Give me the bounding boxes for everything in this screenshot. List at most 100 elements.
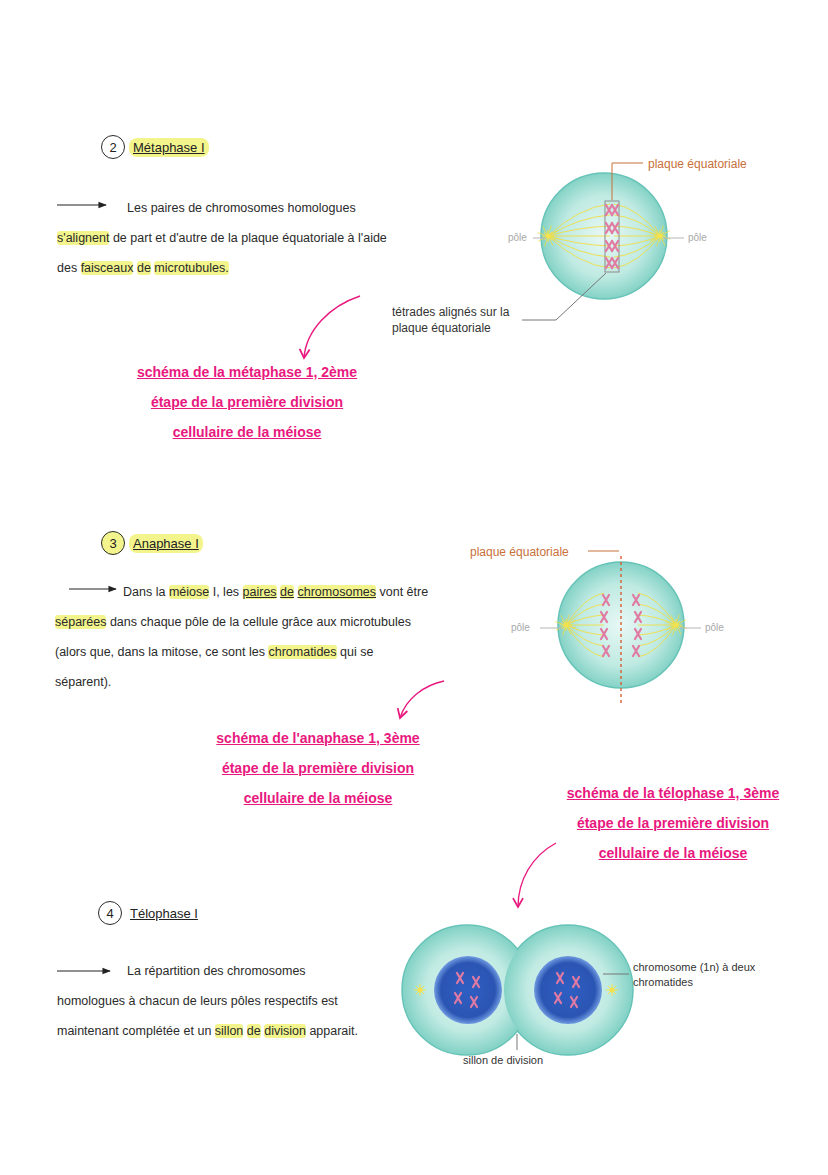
tetrad [606,205,618,268]
microtubule [638,604,676,625]
microtubule [566,593,604,625]
microtubule [614,236,660,268]
word: dans [118,645,145,659]
figure-label: pôle [508,231,527,244]
highlighted-word: faisceaux [81,261,134,275]
highlighted-word: de [280,585,294,599]
step-number-text: 3 [101,531,125,555]
spindle [537,204,670,268]
word: grâce [282,615,313,629]
highlighted-word: paires [243,585,277,599]
word: des [203,964,223,978]
word: pôles [231,994,261,1008]
word: séparent). [55,675,111,689]
word: plaque [241,231,279,245]
step-number: 2Métaphase I [101,135,209,159]
word: être [407,585,429,599]
microtubule [548,215,610,236]
word: cellule [243,615,278,629]
highlighted-word: méiose [169,585,209,599]
word: complétée [122,1024,180,1038]
word: homologues [288,201,356,215]
word: un [197,1024,211,1038]
word: les [249,645,265,659]
word: (alors [55,645,86,659]
word: maintenant [57,1024,119,1038]
word: d'autre [169,231,207,245]
microtubule [548,204,610,236]
word: microtubules [340,615,411,629]
highlighted-word: séparées [55,615,106,629]
figure-caption: schéma de la télophase 1, 3ème étape de … [558,778,788,868]
telophase-cell [402,925,633,1055]
highlighted-word: division [264,1024,306,1038]
word: dans [110,615,137,629]
figure-label: sillon de division [463,1053,543,1067]
microtubule [566,625,604,646]
nucleus [534,956,602,1024]
microtubule [638,593,676,625]
word: leurs [200,994,227,1008]
word: Les [127,201,147,215]
word: aux [316,615,336,629]
word: I, [213,585,220,599]
step-heading: Anaphase I [129,534,203,553]
highlighted-word: s'alignent [57,231,109,245]
word: la [230,615,240,629]
word: et [155,231,165,245]
step-number-text: 4 [98,901,122,925]
figure-label: pôle [705,621,724,634]
word: La [127,964,141,978]
highlighted-word: de [247,1024,261,1038]
word: Dans [123,585,152,599]
word: de [113,231,127,245]
figure-label: pôle [511,621,530,634]
word: chaque [141,615,182,629]
microtubule [638,625,676,657]
word: de [212,615,226,629]
microtubule [548,236,610,257]
word: de [211,231,225,245]
word: respectifs [264,994,318,1008]
microtubule [614,236,660,237]
step-heading: Métaphase I [129,138,209,157]
word: la [228,231,238,245]
body-paragraph: Dans la méiose I, les paires de chromoso… [55,577,433,697]
microtubule [566,615,604,625]
microtubule [638,625,676,646]
figure-caption: schéma de l'anaphase 1, 3ème étape de la… [203,723,433,813]
word: de [183,994,197,1008]
microtubule [614,236,660,257]
word: les [223,585,239,599]
pink-arrow [304,296,556,907]
word: sont [222,645,246,659]
word: à [129,994,136,1008]
word: la [148,645,158,659]
microtubule [548,236,610,268]
word: apparait. [309,1024,358,1038]
figure-label: plaque équatoriale [648,156,747,172]
figure-label: plaque équatoriale [470,544,569,560]
word: se [360,645,373,659]
metaphase-cell [522,163,684,320]
word: homologues [57,994,125,1008]
word: l'aide [358,231,387,245]
microtubule [614,226,660,236]
nucleus [434,956,502,1024]
chromosome [455,973,579,1007]
word: part [130,231,152,245]
step-number: 4Télophase I [98,901,202,925]
microtubule [548,236,610,237]
word: à [348,231,355,245]
word: pôle [185,615,209,629]
equatorial-plate [605,201,619,272]
highlighted-word: chromosomes [298,585,377,599]
leader-line [522,163,684,320]
word: de [188,201,202,215]
word: des [57,261,77,275]
highlighted-word: sillon [215,1024,244,1038]
leader-line [540,551,701,628]
word: la [156,585,166,599]
word: mitose, [161,645,201,659]
word: est [321,994,338,1008]
